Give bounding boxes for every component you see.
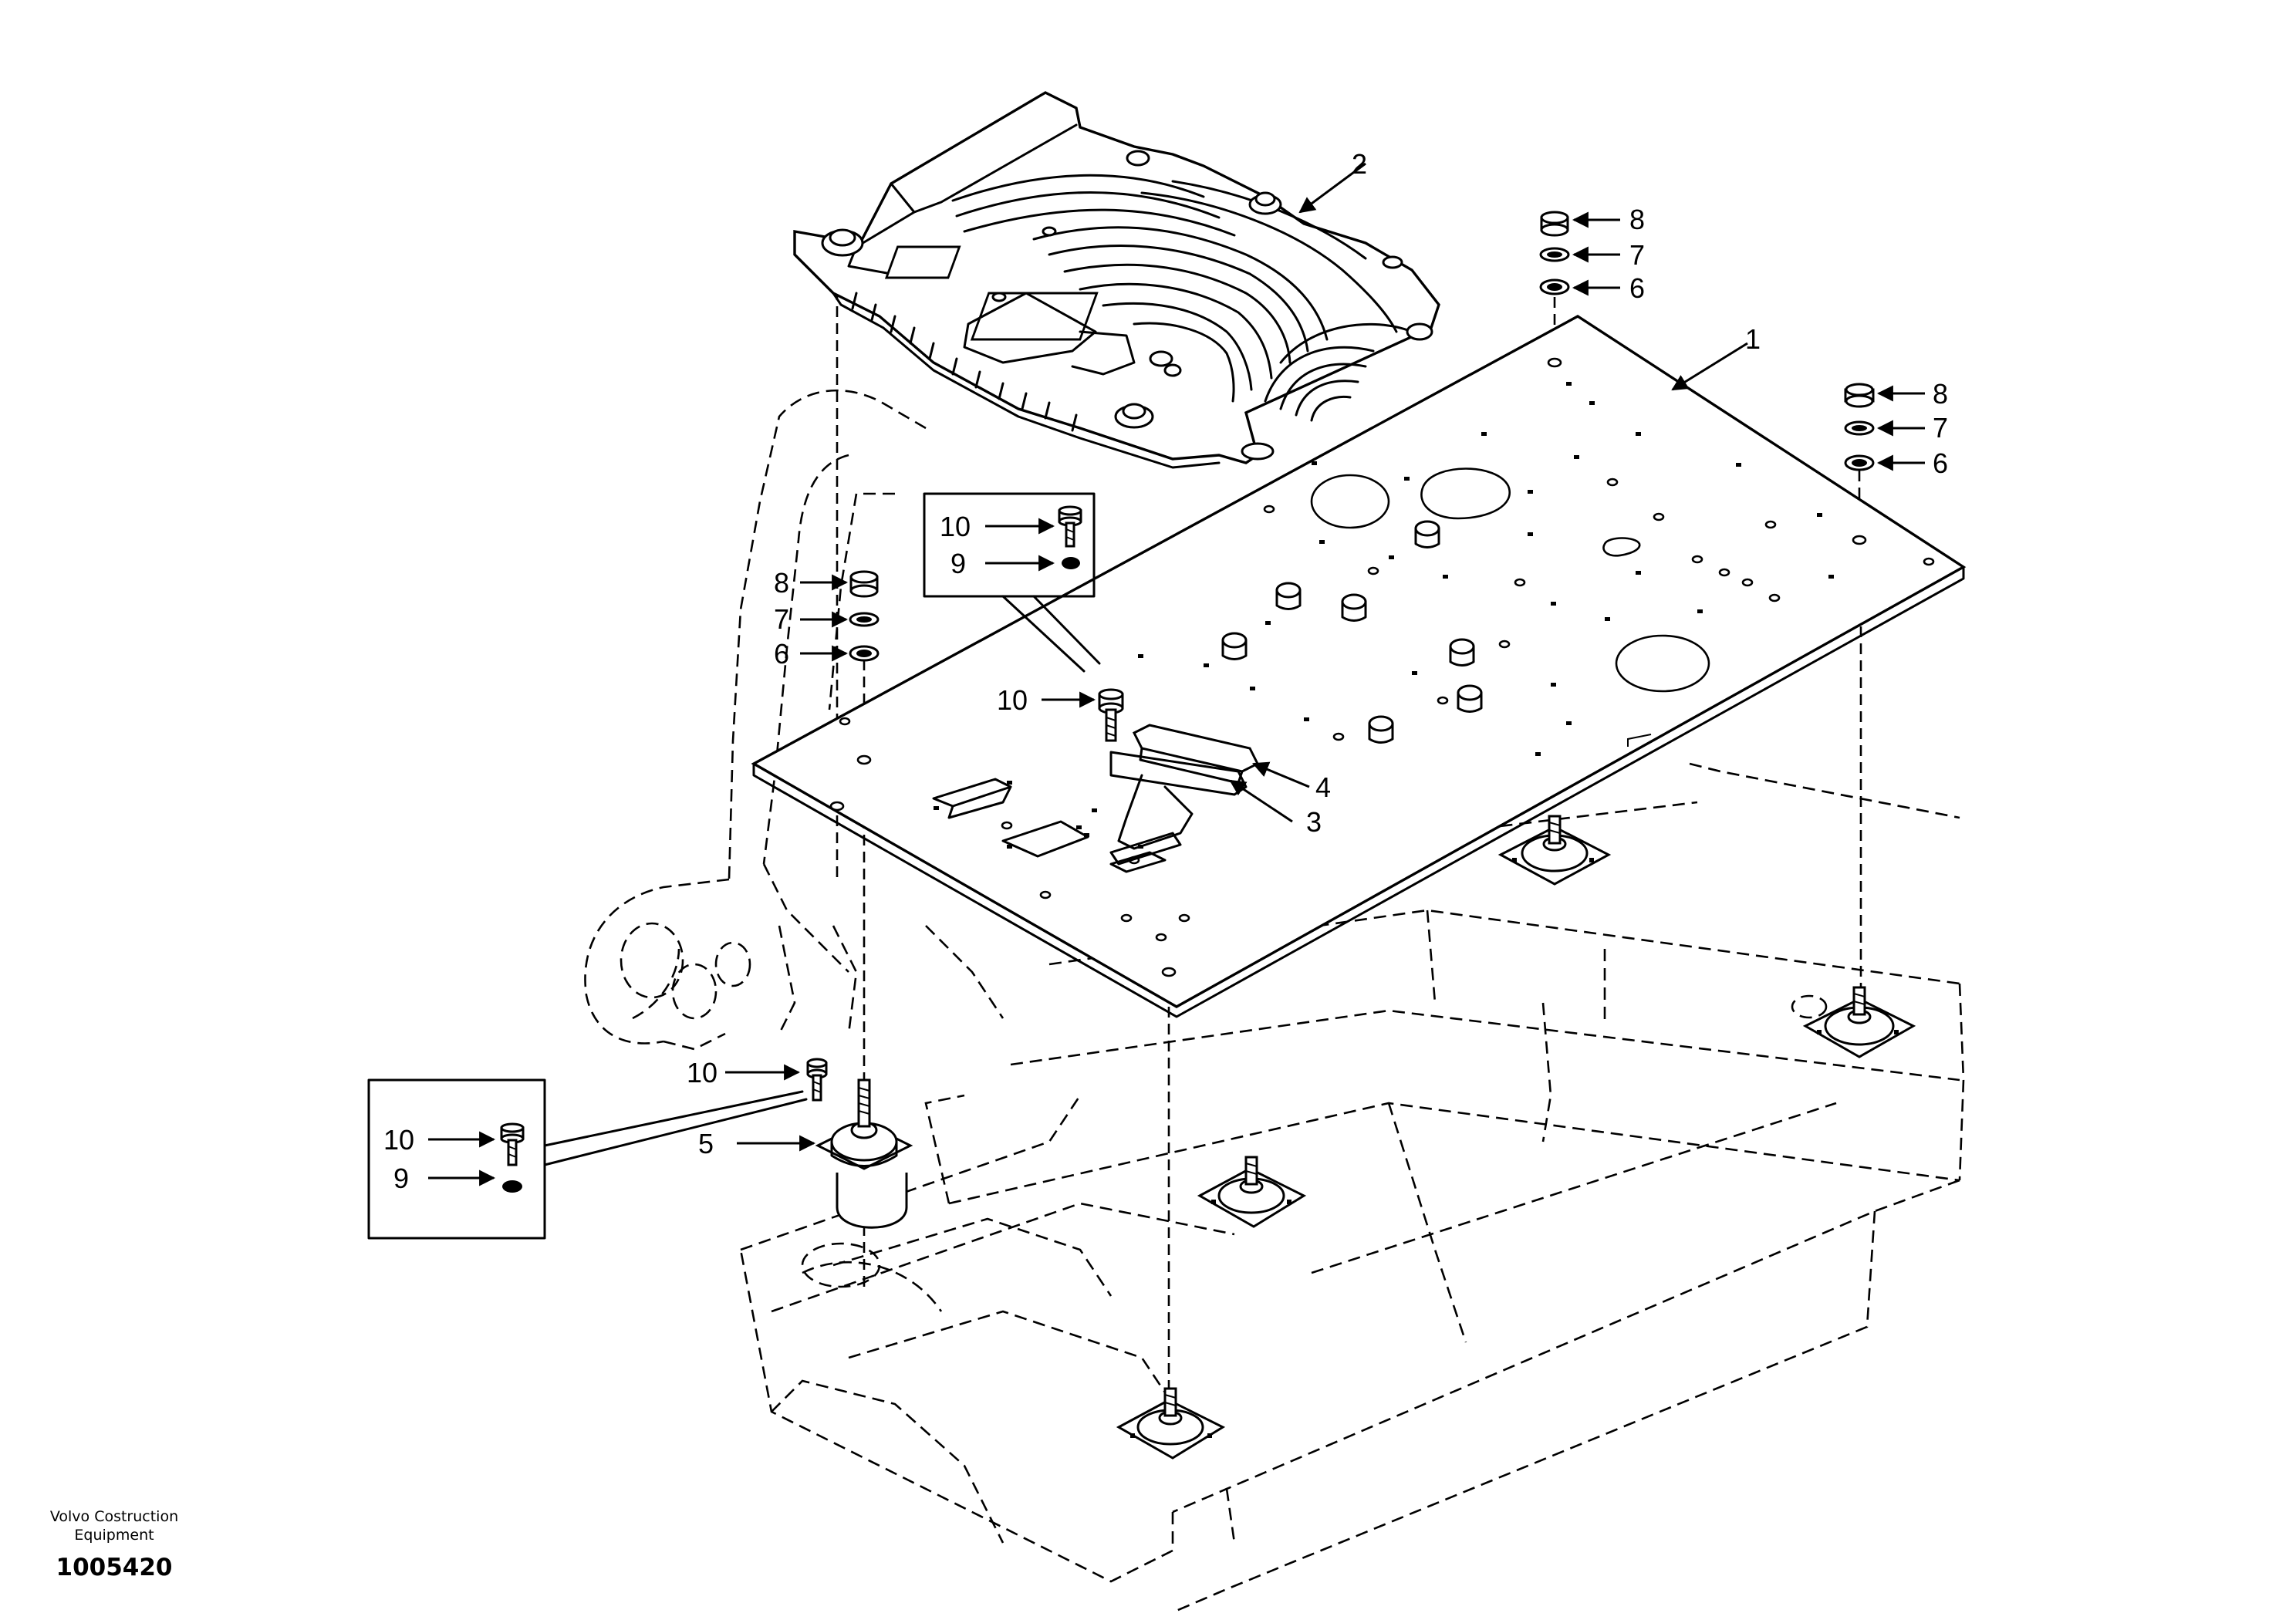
callout-labels: 1 2 8 7 6 8 7 6 8 7 6 10 9 10 4 3 10 5 1… <box>383 148 1948 1194</box>
isolator-mount-rear <box>1497 815 1612 886</box>
callout-8-rear: 8 <box>1629 204 1645 235</box>
callout-7-left: 7 <box>774 603 789 635</box>
callout-1: 1 <box>1745 323 1761 355</box>
isolator-mount-main <box>815 1078 913 1229</box>
plate-covers <box>932 778 1167 873</box>
footer: Volvo Costruction Equipment 1005420 <box>50 1508 178 1581</box>
callout-9-inset-lower: 9 <box>393 1163 409 1194</box>
isolator-mount-right <box>1802 986 1916 1058</box>
brand-line-1: Volvo Costruction <box>50 1508 178 1525</box>
callout-9-inset-upper: 9 <box>950 548 966 579</box>
inset-detail-lower <box>367 1078 808 1240</box>
bolt-pedal <box>1098 688 1124 742</box>
callout-3: 3 <box>1306 806 1322 838</box>
callout-6-left: 6 <box>774 638 789 670</box>
callout-2: 2 <box>1352 148 1367 180</box>
callout-8-right: 8 <box>1933 378 1948 410</box>
callout-10-pedal: 10 <box>997 684 1028 716</box>
document-number: 1005420 <box>56 1554 173 1581</box>
callout-5: 5 <box>698 1128 714 1159</box>
floor-mat <box>793 91 1440 469</box>
inset-detail-upper <box>923 492 1101 673</box>
mounting-plate <box>751 315 1967 1018</box>
machine-frame-outline <box>584 389 1965 1614</box>
callout-7-right: 7 <box>1933 412 1948 444</box>
callout-10-inset-lower: 10 <box>383 1124 414 1156</box>
isolator-mount-front <box>1116 1387 1226 1460</box>
fasteners-rear-stack <box>1539 211 1570 295</box>
callout-6-rear: 6 <box>1629 272 1645 304</box>
isolator-mount-center <box>1197 1156 1307 1228</box>
callout-4: 4 <box>1315 771 1331 803</box>
callout-10-inset-upper: 10 <box>940 511 971 542</box>
plate-bosses <box>1221 520 1483 744</box>
callout-6-right: 6 <box>1933 447 1948 479</box>
callout-leaders <box>428 162 1925 1186</box>
fasteners-right-stack <box>1844 383 1875 471</box>
callout-10-mount: 10 <box>687 1057 718 1088</box>
callout-7-rear: 7 <box>1629 239 1645 271</box>
fasteners-left-stack <box>849 570 880 662</box>
brand-line-2: Equipment <box>74 1527 154 1544</box>
bolt-mount <box>806 1058 828 1102</box>
callout-8-left: 8 <box>774 567 789 599</box>
